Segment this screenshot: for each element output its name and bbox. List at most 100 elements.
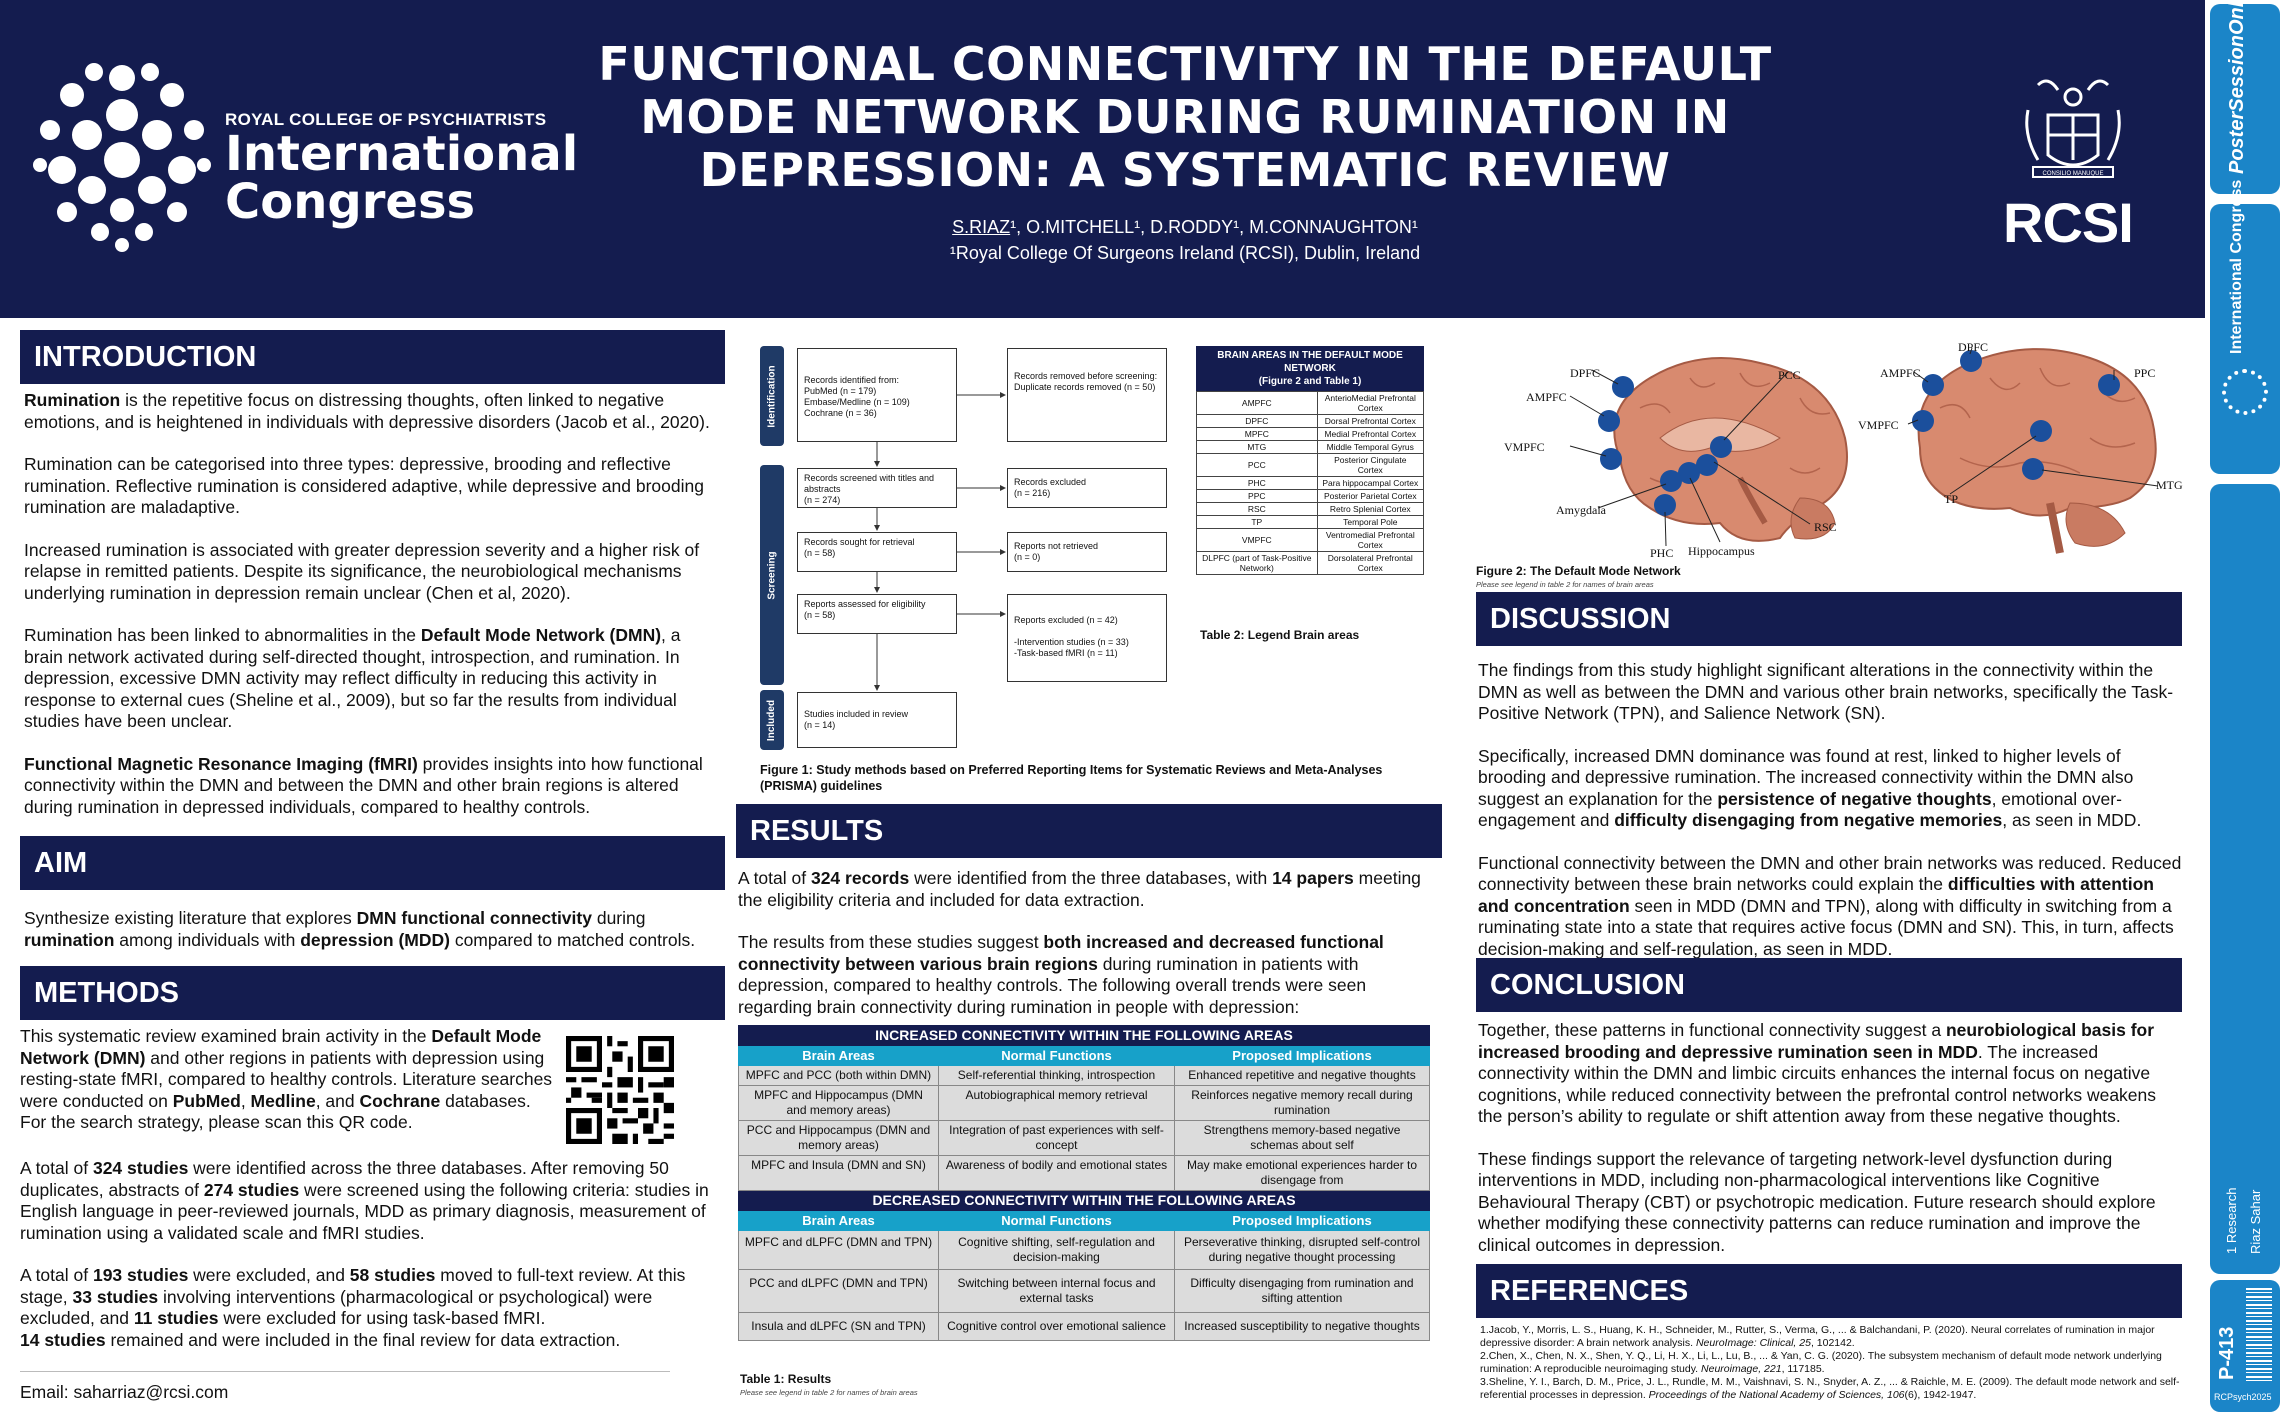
email-divider — [20, 1371, 670, 1372]
discussion-heading-text: DISCUSSION — [1490, 602, 1671, 635]
title-line-1: FUNCTIONAL CONNECTIVITY IN THE DEFAULT — [598, 37, 1772, 91]
prisma-arrows — [874, 392, 1006, 691]
prisma-reports-excluded: Reports excluded (n = 42) -Intervention … — [1007, 594, 1167, 682]
lead-author: S.RIAZ — [952, 217, 1011, 237]
label-ampfc-right: AMPFC — [1880, 366, 1921, 380]
intro-paragraph-1: Rumination is the repetitive focus on di… — [24, 390, 710, 432]
logo-international: International — [225, 126, 579, 182]
sidebar-code: RCPsych2025 — [2214, 1392, 2272, 1402]
label-phc: PHC — [1650, 546, 1674, 560]
label-amygdala: Amygdala — [1556, 503, 1606, 517]
dot-phc — [1654, 494, 1676, 516]
decreased-title-row: DECREASED CONNECTIVITY WITHIN THE FOLLOW… — [738, 1190, 1430, 1211]
discussion-paragraph-3: Functional connectivity between the DMN … — [1478, 852, 2182, 959]
results-paragraph-2: The results from these studies suggest b… — [738, 932, 1384, 1017]
dot-ampfc-lateral — [1922, 374, 1944, 396]
introduction-heading: INTRODUCTION — [20, 330, 725, 384]
rcsi-crest-icon: CONSILIO MANUQUE — [2025, 79, 2121, 178]
discussion-paragraph-1: The findings from this study highlight s… — [1478, 660, 2174, 723]
references-heading-text: REFERENCES — [1490, 1274, 1689, 1307]
table-row: PCC and Hippocampus (DMN and memory area… — [738, 1120, 1430, 1156]
barcode-icon — [2246, 1288, 2272, 1384]
logo-small-text: ROYAL COLLEGE OF PSYCHIATRISTS — [225, 110, 547, 129]
prisma-assessed-eligibility: Reports assessed for eligibility (n = 58… — [797, 594, 957, 634]
introduction-heading-text: INTRODUCTION — [34, 340, 257, 373]
conclusion-heading-text: CONCLUSION — [1490, 968, 1685, 1001]
legend-row: DLPFC (part of Task-Positive Network)Dor… — [1196, 551, 1425, 575]
results-heading-text: RESULTS — [750, 814, 884, 847]
label-pcc: PCC — [1778, 368, 1801, 382]
sidebar-author: Riaz Sahar — [2248, 1189, 2263, 1254]
brain-legend-table: BRAIN AREAS IN THE DEFAULT MODE NETWORK … — [1196, 346, 1425, 575]
label-rsc: RSC — [1814, 520, 1837, 534]
table-row: MPFC and dLPFC (DMN and TPN)Cognitive sh… — [738, 1230, 1430, 1270]
methods-paragraph-3: A total of 193 studies were excluded, an… — [20, 1265, 686, 1350]
table-row: MPFC and Insula (DMN and SN)Awareness of… — [738, 1155, 1430, 1191]
discussion-paragraph-2: Specifically, increased DMN dominance wa… — [1478, 745, 2142, 831]
author-list: S.RIAZ¹, O.MITCHELL¹, D.RODDY¹, M.CONNAU… — [600, 214, 1770, 240]
poster-title: FUNCTIONAL CONNECTIVITY IN THE DEFAULT M… — [580, 38, 1790, 197]
increased-title-row: INCREASED CONNECTIVITY WITHIN THE FOLLOW… — [738, 1025, 1430, 1046]
prisma-records-identified: Records identified from: PubMed (n = 179… — [797, 348, 957, 442]
dot-rsc — [1696, 454, 1718, 476]
results-paragraph-1: A total of 324 records were identified f… — [738, 868, 1421, 910]
table-2-caption: Table 2: Legend Brain areas — [1200, 628, 1360, 642]
methods-paragraph-2-3: A total of 324 studies were identified a… — [20, 1158, 725, 1372]
dot-mtg — [2022, 458, 2044, 480]
logo-congress: Congress — [225, 174, 476, 230]
prisma-not-retrieved: Reports not retrieved (n = 0) — [1007, 532, 1167, 572]
label-vmpfc-left: VMPFC — [1504, 440, 1545, 454]
sidebar-congress-text: International Congress — [2228, 179, 2245, 354]
table-row: MPFC and PCC (both within DMN)Self-refer… — [738, 1065, 1430, 1086]
reference-1: 1.Jacob, Y., Morris, L. S., Huang, K. H.… — [1480, 1324, 2155, 1349]
contact-email[interactable]: Email: saharriaz@rcsi.com — [20, 1382, 229, 1402]
prisma-label-identification: Identification — [760, 346, 784, 446]
dot-vmpfc-lateral — [1912, 410, 1934, 432]
prisma-studies-included: Studies included in review (n = 14) — [797, 692, 957, 748]
methods-heading: METHODS — [20, 966, 725, 1020]
aim-heading-text: AIM — [34, 846, 88, 879]
discussion-heading: DISCUSSION — [1476, 592, 2182, 646]
rcpsych-logo-text: ROYAL COLLEGE OF PSYCHIATRISTS Internati… — [225, 110, 578, 226]
header-banner — [0, 0, 2205, 318]
methods-paragraph-1: This systematic review examined brain ac… — [20, 1026, 553, 1132]
label-tp: TP — [1944, 492, 1959, 506]
postersessiononline-logo: PosterSessionOnline — [2226, 0, 2248, 174]
co-authors: ¹, O.MITCHELL¹, D.RODDY¹, M.CONNAUGHTON¹ — [1010, 217, 1418, 237]
label-dpfc-right: DPFC — [1958, 340, 1989, 354]
results-body: A total of 324 records were identified f… — [738, 868, 1442, 1039]
dot-dpfc-medial — [1612, 376, 1634, 398]
table-row: PCC and dLPFC (DMN and TPN)Switching bet… — [738, 1269, 1430, 1313]
label-ampfc-left: AMPFC — [1526, 390, 1567, 404]
intro-paragraph-5: Functional Magnetic Resonance Imaging (f… — [24, 753, 703, 817]
dot-amygdala — [1660, 470, 1682, 492]
dot-hippocampus — [1678, 462, 1700, 484]
intro-paragraph-3: Increased rumination is associated with … — [24, 539, 700, 603]
svg-text:CONSILIO MANUQUE: CONSILIO MANUQUE — [2042, 171, 2103, 177]
dot-dpfc-lateral — [1960, 350, 1982, 372]
brain-leader-lines — [1569, 347, 2159, 547]
conclusion-paragraph-2: These findings support the relevance of … — [1478, 1148, 2156, 1255]
sidebar-middle-panel: International Congress — [2210, 179, 2280, 474]
dot-pcc — [1710, 436, 1732, 458]
sidebar-bottom-panel: P-413 RCPsych2025 — [2210, 1280, 2280, 1412]
table-row: MPFC and Hippocampus (DMN and memory are… — [738, 1085, 1430, 1121]
prisma-flowchart: Identification Screening Included Record… — [745, 340, 1185, 760]
qr-code-icon[interactable] — [566, 1036, 674, 1144]
rcsi-logo-text: RCSI — [2003, 191, 2134, 254]
figure-2-note: Please see legend in table 2 for names o… — [1476, 580, 1654, 589]
results-heading: RESULTS — [736, 804, 1442, 858]
prisma-records-screened: Records screened with titles and abstrac… — [797, 468, 957, 508]
references-heading: REFERENCES — [1476, 1264, 2182, 1318]
sidebar-top-panel[interactable]: PosterSessionOnline — [2210, 0, 2280, 194]
